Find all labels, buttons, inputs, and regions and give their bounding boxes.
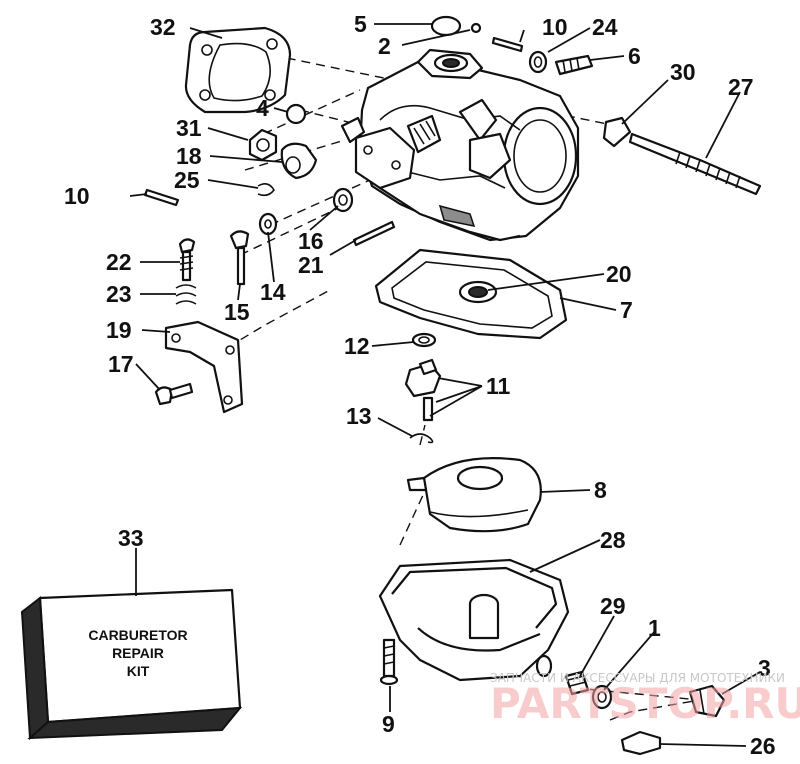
callout-numbers: 32 5 2 10 24 6 30 27 4 31 18 25 10 16 21… [64,11,776,759]
callout-7: 7 [620,297,633,323]
kit-label-line1: CARBURETOR [88,627,187,643]
callout-26: 26 [750,733,776,759]
callout-13: 13 [346,403,372,429]
kit-label-line3: KIT [127,663,150,679]
callout-16: 16 [298,228,324,254]
top-small-parts [285,15,762,196]
watermark: ЗАПЧАСТИ И АКСЕССУАРЫ ДЛЯ МОТОТЕХНИКИ PA… [490,671,800,728]
callout-25: 25 [174,167,200,193]
callout-12: 12 [344,333,370,359]
callout-20: 20 [606,261,632,287]
callout-27: 27 [728,74,754,100]
callout-11: 11 [486,373,511,399]
callout-30: 30 [670,59,696,85]
callout-8: 8 [594,477,607,503]
float-bowl [378,558,570,682]
callout-6: 6 [628,43,641,69]
callout-21: 21 [298,252,324,278]
callout-9: 9 [382,711,395,737]
callout-29: 29 [600,593,626,619]
callout-32: 32 [150,14,176,40]
carburetor-body [340,48,580,242]
callout-14: 14 [260,279,286,305]
kit-label-line2: REPAIR [112,645,164,661]
callout-1: 1 [648,615,661,641]
gasket-part [184,26,292,114]
callout-19: 19 [106,317,132,343]
callout-10-top: 10 [542,14,568,40]
watermark-tagline: ЗАПЧАСТИ И АКСЕССУАРЫ ДЛЯ МОТОТЕХНИКИ [490,671,785,685]
callout-28: 28 [600,527,626,553]
callout-23: 23 [106,281,132,307]
callout-10-left: 10 [64,183,90,209]
callout-17: 17 [108,351,134,377]
callout-24: 24 [592,14,618,40]
bracket-part [154,320,244,414]
bottom-small-parts [379,638,726,756]
float-bowl-gasket [374,248,568,340]
callout-31: 31 [176,115,202,141]
watermark-brand: PARTSTOP.RU [490,679,800,728]
callout-4: 4 [256,95,269,121]
callout-2: 2 [378,33,391,59]
float-part [406,457,542,533]
callout-22: 22 [106,249,132,275]
callout-3: 3 [758,655,771,681]
callout-15: 15 [224,299,250,325]
leader-lines [129,23,761,747]
callout-33: 33 [118,525,144,551]
needle-seat-parts [404,332,442,444]
repair-kit-box: CARBURETOR REPAIR KIT [20,588,243,741]
callout-18: 18 [176,143,202,169]
callout-5: 5 [354,11,367,37]
